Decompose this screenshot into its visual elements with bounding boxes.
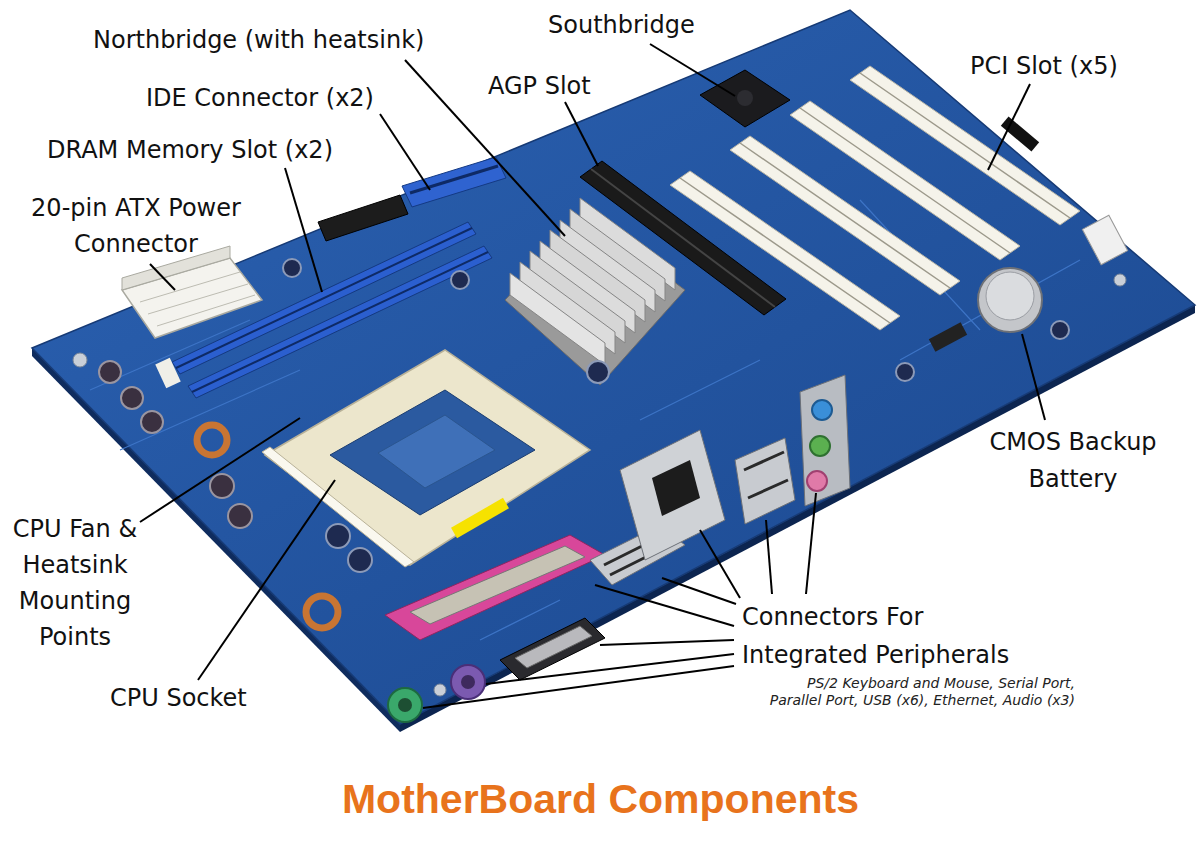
- leader-line: [650, 44, 735, 96]
- caption-text: MotherBoard Components: [0, 776, 1201, 823]
- part-label: CPU Fan & Heatsink Mounting Points: [5, 511, 145, 655]
- capacitor: [587, 361, 609, 383]
- leader-line: [198, 480, 335, 680]
- parallel-port-shell: [410, 546, 585, 624]
- capacitors: [99, 259, 1069, 572]
- capacitor: [283, 259, 301, 277]
- capacitor: [141, 411, 163, 433]
- leader-line: [766, 520, 772, 594]
- ps2-keyboard-port: [388, 688, 422, 722]
- cmos-battery: [986, 272, 1034, 320]
- part-label: DRAM Memory Slot (x2): [47, 134, 333, 166]
- capacitor: [210, 474, 234, 498]
- ethernet-port: [620, 430, 725, 560]
- mounting-hole: [1114, 274, 1126, 286]
- serial-port-shell: [515, 626, 592, 668]
- slot-groove: [680, 73, 1070, 323]
- part-label: Northbridge (with heatsink): [93, 24, 424, 56]
- sticker: [451, 498, 509, 538]
- capacitor: [121, 387, 143, 409]
- slot-latch: [155, 358, 180, 388]
- cpu-socket: [265, 350, 590, 565]
- inductor-coil: [306, 596, 338, 628]
- leader-line: [150, 264, 175, 290]
- note-text: PS/2 Keyboard and Mouse, Serial Port, Pa…: [761, 675, 1075, 709]
- capacitor: [1051, 321, 1069, 339]
- connector-pins: [140, 272, 255, 326]
- circuit-board: [32, 10, 1195, 724]
- mounting-hole: [73, 353, 87, 367]
- pci-slots: [670, 66, 1080, 330]
- port-socket: [461, 675, 475, 689]
- part-label: CPU Socket: [110, 682, 247, 714]
- heatsink-fin: [510, 273, 605, 365]
- cmos-battery: [978, 268, 1042, 332]
- part-label: AGP Slot: [488, 70, 591, 102]
- usb-slot: [744, 452, 788, 498]
- audio-jack: [810, 436, 830, 456]
- leader-line: [285, 168, 322, 292]
- leader-line: [140, 418, 300, 522]
- chip-marking: [737, 90, 753, 106]
- socket-center: [378, 415, 495, 488]
- audio-panel: [800, 375, 850, 506]
- atx-power-connector: [122, 258, 262, 338]
- capacitor: [451, 271, 469, 289]
- part-label: PCI Slot (x5): [970, 50, 1118, 82]
- leader-line: [486, 654, 734, 684]
- capacitor: [99, 361, 121, 383]
- inductor-coil: [197, 425, 227, 455]
- capacitor: [348, 548, 372, 572]
- leader-line: [595, 585, 734, 626]
- leader-line: [806, 493, 816, 594]
- mounting-hole: [434, 684, 446, 696]
- pin-header: [929, 322, 967, 351]
- leader-line: [662, 578, 736, 604]
- capacitor: [228, 504, 252, 528]
- part-label: 20-pin ATX Power Connector: [11, 190, 261, 262]
- part-label: IDE Connector (x2): [146, 82, 374, 114]
- ethernet-jack: [652, 460, 700, 516]
- leader-line: [423, 666, 734, 708]
- leader-line: [700, 530, 740, 598]
- header-connector: [1082, 215, 1127, 264]
- part-label: CMOS Backup Battery: [968, 424, 1178, 498]
- leader-line: [565, 102, 598, 166]
- socket-pin-area: [330, 390, 535, 515]
- capacitor: [326, 524, 350, 548]
- capacitor: [896, 363, 914, 381]
- leader-line: [600, 640, 734, 645]
- leader-line: [1022, 334, 1045, 420]
- leader-line: [988, 84, 1030, 170]
- part-label: Southbridge: [548, 9, 695, 41]
- usb-ports: [735, 438, 795, 524]
- socket-lever: [262, 447, 414, 567]
- port-socket: [398, 698, 412, 712]
- southbridge-chip: [700, 70, 790, 127]
- leader-line: [380, 114, 430, 190]
- audio-jack: [807, 471, 827, 491]
- ps2-mouse-port: [451, 665, 485, 699]
- ide-connector: [402, 157, 506, 207]
- part-label: Connectors For Integrated Peripherals: [742, 598, 1032, 674]
- ide-connector: [318, 195, 408, 241]
- audio-jack: [812, 400, 832, 420]
